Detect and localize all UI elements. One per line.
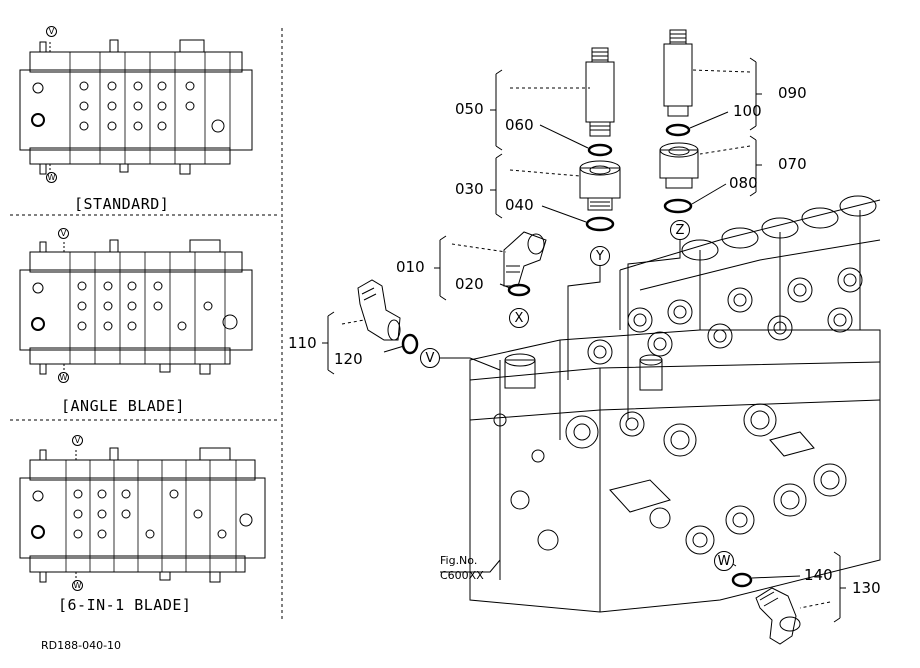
marker-x: X	[509, 308, 529, 328]
thumb-standard-valve	[19, 39, 253, 175]
bracket-050	[490, 69, 503, 151]
part-number-130: 130	[852, 579, 881, 597]
thumb-marker-v: V	[46, 26, 57, 37]
variant-6in1-label: [6-IN-1 BLADE]	[58, 596, 192, 614]
part-090-adapter	[663, 29, 693, 117]
part-number-060: 060	[505, 116, 534, 134]
part-080-oring	[663, 198, 693, 214]
main-valve-body	[469, 195, 881, 613]
marker-v: V	[420, 348, 440, 368]
thumb-angle-valve	[19, 239, 253, 376]
marker-z: Z	[670, 220, 690, 240]
thumb-marker-v: V	[58, 228, 69, 239]
part-number-040: 040	[505, 196, 534, 214]
thumb-marker-w: W	[58, 372, 69, 383]
part-number-050: 050	[455, 100, 484, 118]
thumb-marker-w: W	[72, 580, 83, 591]
variant-angle-label: [ANGLE BLADE]	[61, 397, 185, 415]
part-060-oring	[587, 143, 613, 157]
part-030-adapter	[579, 160, 621, 211]
part-number-100: 100	[733, 102, 762, 120]
leader-fig	[440, 559, 501, 573]
part-number-080: 080	[729, 174, 758, 192]
marker-y: Y	[590, 246, 610, 266]
bracket-070	[749, 135, 762, 197]
part-number-070: 070	[778, 155, 807, 173]
bracket-110	[322, 311, 335, 375]
part-050-adapter	[585, 47, 615, 137]
variant-standard-label: [STANDARD]	[74, 195, 170, 213]
part-number-140: 140	[804, 566, 833, 584]
part-number-020: 020	[455, 275, 484, 293]
part-100-oring	[665, 123, 691, 137]
bracket-010	[434, 235, 447, 301]
part-040-oring	[585, 216, 615, 232]
drawing-reference: RD188-040-10	[41, 639, 122, 652]
bracket-130	[833, 551, 846, 623]
part-number-110: 110	[288, 334, 317, 352]
part-number-030: 030	[455, 180, 484, 198]
bracket-090	[749, 57, 762, 131]
thumb-6in1-valve	[19, 447, 266, 584]
leader-y	[567, 264, 601, 380]
bracket-030	[490, 153, 503, 219]
leader-z	[627, 240, 681, 420]
part-number-090: 090	[778, 84, 807, 102]
part-110-elbow	[357, 279, 401, 341]
part-120-oring	[401, 333, 419, 355]
part-010-elbow	[503, 231, 547, 287]
thumb-marker-v: V	[72, 435, 83, 446]
part-130-elbow	[755, 587, 801, 645]
part-020-oring	[507, 283, 531, 297]
fig-label: Fig.No.	[440, 554, 478, 567]
thumb-marker-w: W	[46, 172, 57, 183]
part-140-oring	[731, 572, 753, 588]
part-number-010: 010	[396, 258, 425, 276]
fig-number: C600XX	[440, 569, 484, 582]
part-070-fitting	[659, 142, 699, 189]
marker-w: W	[714, 551, 734, 571]
part-number-120: 120	[334, 350, 363, 368]
